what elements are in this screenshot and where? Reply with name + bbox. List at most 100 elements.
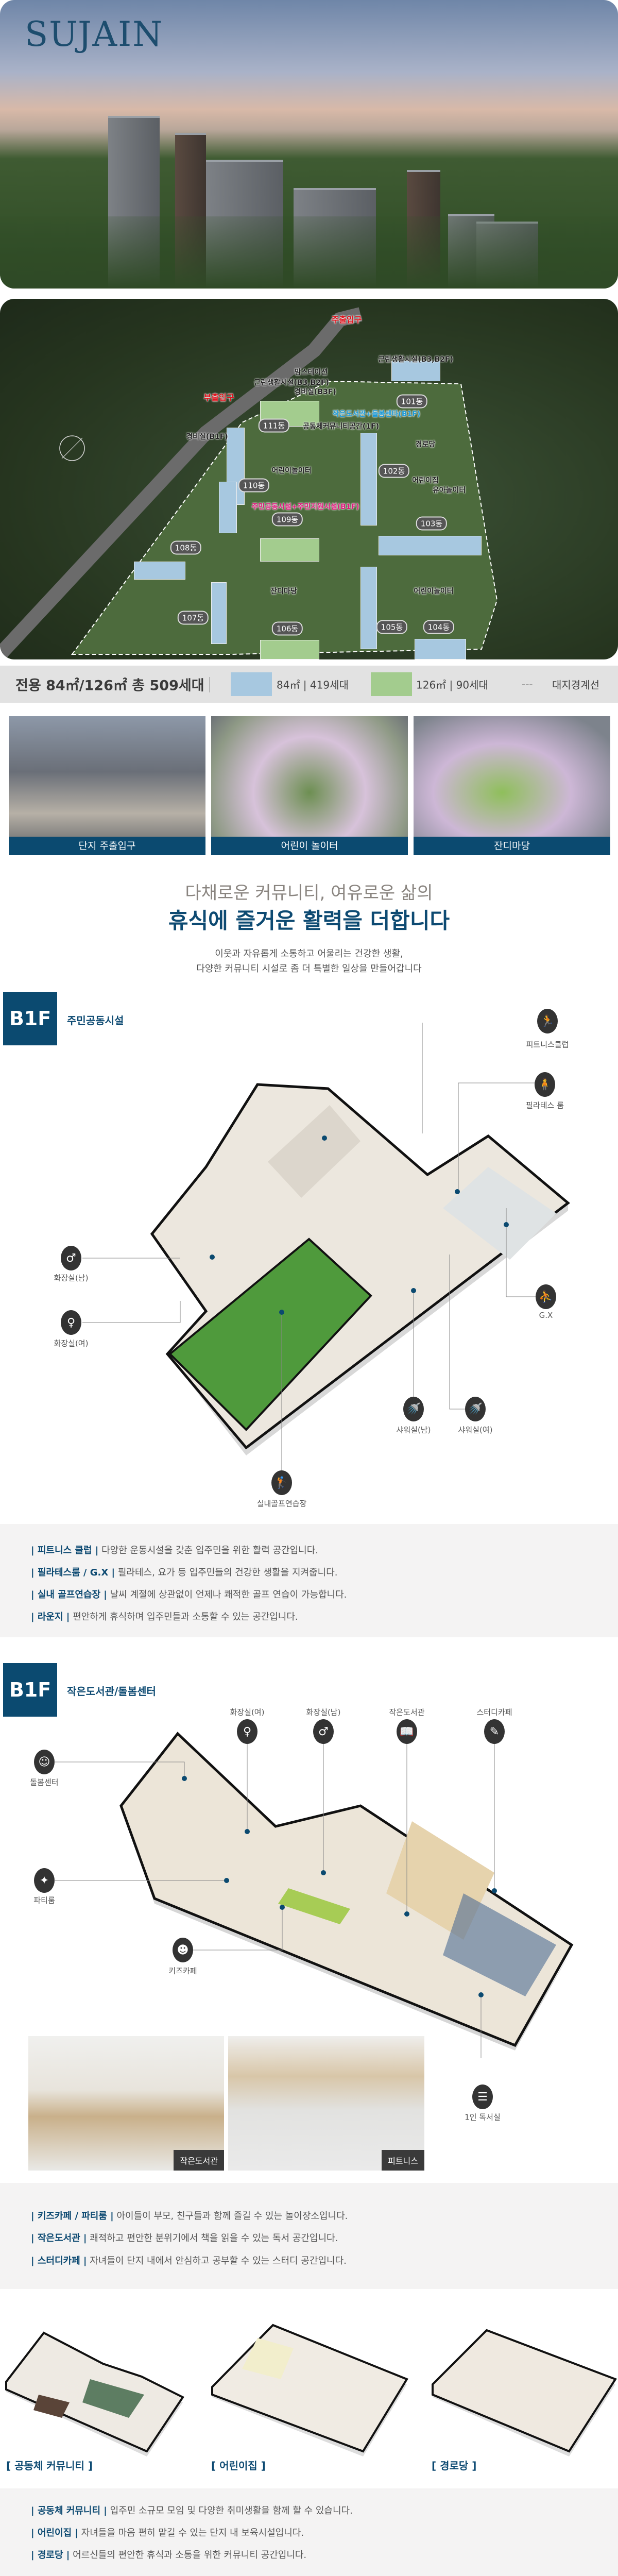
description-row: | 실내 골프연습장 | 날씨 계절에 상관없이 언제나 쾌적한 골프 연습이 … xyxy=(31,1589,347,1600)
description-row: | 라운지 | 편안하게 휴식하며 입주민들과 소통할 수 있는 공간입니다. xyxy=(31,1612,298,1622)
care-icon: ☺ xyxy=(34,1750,55,1774)
hero-rendering: SUJAIN xyxy=(0,0,618,289)
description-row: | 필라테스룸 / G.X | 필라테스, 요가 등 입주민들의 건강한 생활을… xyxy=(31,1567,338,1578)
daycare-label: 어린이집 xyxy=(412,477,439,485)
photo-lawn: 잔디마당 xyxy=(414,716,610,855)
sub-entrance-label: 부출입구 xyxy=(203,393,234,402)
intro-sub: 이웃과 자유롭게 소통하고 어울리는 건강한 생활, xyxy=(215,948,403,959)
intro-line: 다채로운 커뮤니티, 여유로운 삶의 xyxy=(185,883,433,904)
floor1-descriptions: | 피트니스 클럽 | 다양한 운동시설을 갖춘 입주민을 위한 활력 공간입니… xyxy=(0,1524,618,1637)
woman-icon: ♀ xyxy=(61,1310,81,1335)
building-label: 104동 xyxy=(423,620,455,634)
marker-label: 스터디카페 xyxy=(476,1707,512,1717)
marker-label: 작은도서관 xyxy=(389,1707,425,1717)
marker-label: 화장실(여) xyxy=(54,1338,89,1348)
building-label: 106동 xyxy=(271,621,303,636)
senior-center-label: 경로당 xyxy=(415,440,436,449)
resident-facility-label: 주민공동시설+주민지원시설(B1F) xyxy=(251,503,359,511)
floor-badge: B1F xyxy=(3,992,57,1045)
floor2-descriptions: | 키즈카페 / 파티룸 | 아이들이 부모, 친구들과 함께 즐길 수 있는 … xyxy=(0,2183,618,2289)
treadmill-icon: 🏃 xyxy=(537,1009,558,1033)
book-icon: 📖 xyxy=(397,1719,417,1744)
marker-label: 키즈카페 xyxy=(168,1966,197,1976)
boundary-line-icon: --- xyxy=(522,678,533,690)
floor-title: 작은도서관/돌봄센터 xyxy=(67,1685,156,1698)
plan-caption: [ 어린이집 ] xyxy=(211,2460,266,2472)
playground-label: 어린이놀이터 xyxy=(271,467,312,475)
marker-label: 1인 독서실 xyxy=(465,2112,501,2122)
golf-icon: 🏌 xyxy=(271,1470,292,1495)
marker-label: 샤워실(남) xyxy=(396,1425,431,1435)
marker-label: 파티룸 xyxy=(33,1895,55,1905)
guard-label: 경비실(B3F) xyxy=(294,388,336,396)
facility-plans xyxy=(5,2324,617,2456)
building-label: 105동 xyxy=(376,620,408,634)
photo-caption: 어린이 놀이터 xyxy=(211,837,408,855)
legend-label-84: 84㎡ | 419세대 xyxy=(277,679,349,691)
community-space-label: 공동체커뮤니티공간(1F) xyxy=(302,422,380,431)
books-icon: ☰ xyxy=(472,2084,493,2109)
marker-label: G.X xyxy=(539,1311,553,1320)
marker-label: 피트니스클럽 xyxy=(526,1040,569,1049)
intro-sub: 다양한 커뮤니티 시설로 좀 더 특별한 일상을 만들어갑니다 xyxy=(196,963,422,974)
marker-label: 돌봄센터 xyxy=(30,1777,59,1787)
gx-icon: ⛹ xyxy=(536,1284,556,1309)
man-icon: ♂ xyxy=(313,1719,334,1744)
description-row: | 키즈카페 / 파티룸 | 아이들이 부모, 친구들과 함께 즐길 수 있는 … xyxy=(31,2211,348,2222)
photo-caption: 잔디마당 xyxy=(414,837,610,855)
floor-badge: B1F xyxy=(3,1663,57,1717)
unit-summary: 전용 84㎡/126㎡ 총 509세대 xyxy=(15,677,204,694)
main-entrance-label: 주출입구 xyxy=(331,315,362,325)
building-label: 109동 xyxy=(271,512,303,527)
marker-label: 샤워실(여) xyxy=(458,1425,493,1435)
north-compass-icon xyxy=(59,435,85,461)
building-label: 107동 xyxy=(177,611,209,625)
legend-label-boundary: 대지경계선 xyxy=(552,679,599,691)
site-plan: 주출입구 부출입구 근린생활시설(B3,B2F) 맘스테이션 근린생활시설(B3… xyxy=(0,299,618,659)
legend-swatch-84 xyxy=(231,672,272,696)
building-label: 108동 xyxy=(170,540,202,555)
description-row: | 스터디카페 | 자녀들이 단지 내에서 안심하고 공부할 수 있는 스터디 … xyxy=(31,2256,347,2266)
study-icon: ✎ xyxy=(484,1719,505,1744)
building-label: 110동 xyxy=(238,478,270,493)
woman-icon: ♀ xyxy=(237,1719,258,1744)
photo-caption: 피트니스 xyxy=(382,2150,424,2171)
toddler-playground-label: 유아놀이터 xyxy=(432,486,466,495)
shower-icon: 🚿 xyxy=(465,1397,486,1421)
description-row: | 어린이집 | 자녀들을 마음 편히 맡길 수 있는 단지 내 보육시설입니다… xyxy=(31,2528,304,2538)
description-row: | 경로당 | 어르신들의 편안한 휴식과 소통을 위한 커뮤니티 공간입니다. xyxy=(31,2550,307,2561)
photo-main-entrance: 단지 주출입구 xyxy=(9,716,205,855)
floor-title: 주민공동시설 xyxy=(67,1014,124,1027)
lawn-label: 잔디마당 xyxy=(270,587,297,596)
photo-caption: 작은도서관 xyxy=(174,2150,224,2171)
retail-label: 근린생활시설(B3,B2F) xyxy=(378,355,453,364)
pilates-icon: 🧍 xyxy=(535,1072,555,1097)
floor-plan-community xyxy=(82,1023,571,1471)
photo-caption: 단지 주출입구 xyxy=(9,837,205,855)
building-label: 111동 xyxy=(258,418,290,433)
facility-descriptions: | 공동체 커뮤니티 | 입주민 소규모 모임 및 다양한 취미생활을 함께 할… xyxy=(0,2488,618,2576)
marker-label: 실내골프연습장 xyxy=(256,1499,307,1509)
unit-legend: 전용 84㎡/126㎡ 총 509세대 84㎡ | 419세대 126㎡ | 9… xyxy=(0,666,618,703)
library-care-label: 작은도서관+돌봄센타(B1F) xyxy=(332,410,421,418)
brand-logo: SUJAIN xyxy=(25,14,164,54)
description-row: | 작은도서관 | 쾌적하고 편안한 분위기에서 책을 읽을 수 있는 독서 공… xyxy=(31,2233,338,2244)
building-label: 101동 xyxy=(396,394,428,409)
plan-senior-center xyxy=(432,2329,617,2456)
child-icon: ☻ xyxy=(173,1938,193,1962)
plan-daycare xyxy=(211,2324,408,2456)
shower-icon: 🚿 xyxy=(403,1397,424,1421)
site-boundary xyxy=(0,307,498,659)
man-icon: ♂ xyxy=(61,1246,81,1270)
photo-fitness: 피트니스 xyxy=(228,2036,424,2171)
playground-label: 어린이놀이터 xyxy=(414,587,454,596)
legend-label-126: 126㎡ | 90세대 xyxy=(416,679,488,691)
firework-icon: ✦ xyxy=(34,1868,55,1893)
intro-headline: 휴식에 즐거운 활력을 더합니다 xyxy=(168,908,450,934)
description-row: | 공동체 커뮤니티 | 입주민 소규모 모임 및 다양한 취미생활을 함께 할… xyxy=(31,2505,353,2516)
plan-caption: [ 경로당 ] xyxy=(432,2460,477,2472)
building-label: 102동 xyxy=(378,464,410,478)
photo-library: 작은도서관 xyxy=(28,2036,224,2171)
marker-label: 화장실(여) xyxy=(230,1707,265,1717)
floor-plan-library xyxy=(55,1732,574,2058)
